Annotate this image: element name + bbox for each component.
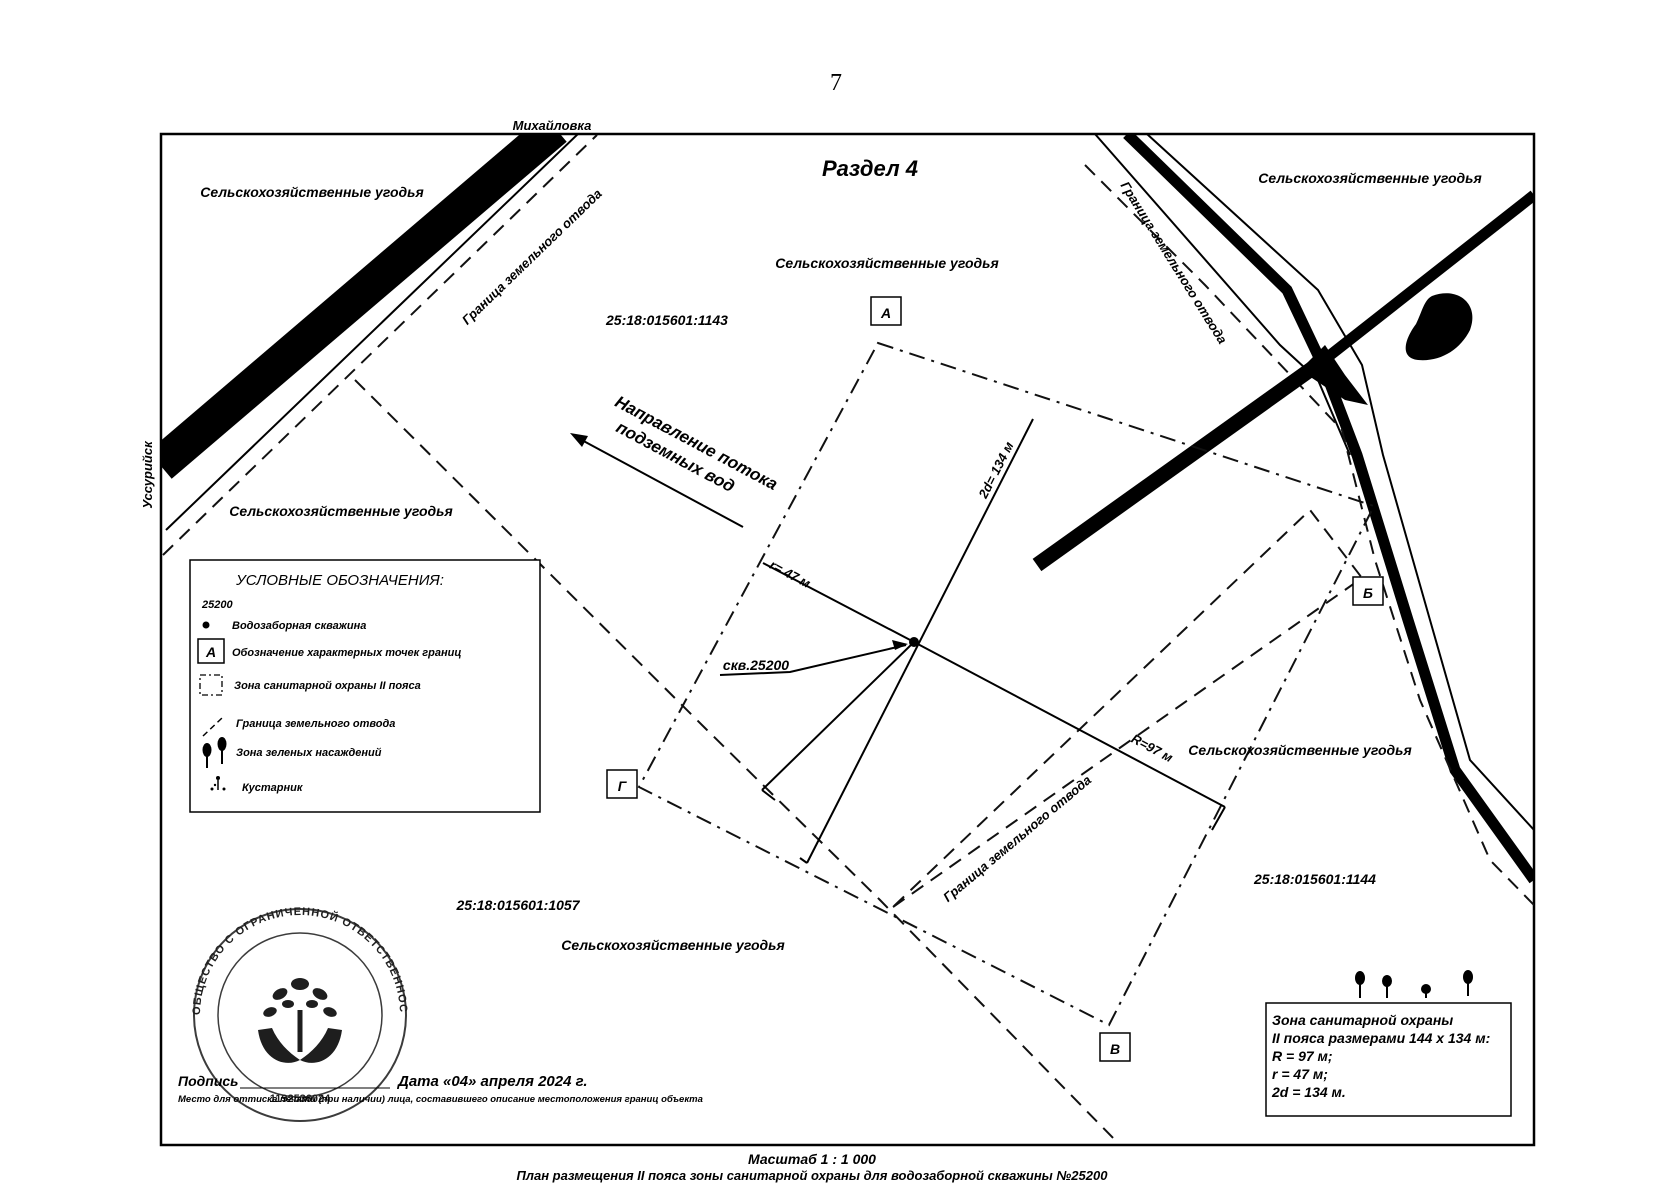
- agri-label-left: Сельскохозяйственные угодья: [229, 503, 452, 519]
- seal-note: Место для оттиска печати (при наличии) л…: [178, 1094, 703, 1105]
- flow-direction-arrow: [577, 437, 744, 528]
- well-pointer-arrowhead: [892, 640, 908, 650]
- agri-label-bottom: Сельскохозяйственные угодья: [561, 937, 784, 953]
- road-junction: [1300, 345, 1368, 405]
- dimension-r-small: r= 47 м: [767, 557, 813, 591]
- zone-info-line1: Зона санитарной охраны: [1272, 1012, 1453, 1028]
- tree-icon: [1421, 984, 1431, 998]
- legend-point: Обозначение характерных точек границ: [232, 647, 461, 659]
- tree-icon: [1355, 971, 1365, 998]
- agri-label-top-center: Сельскохозяйственные угодья: [775, 255, 998, 271]
- point-marker-a: А: [870, 296, 902, 326]
- stamp-number: 1192536024: [270, 1093, 331, 1105]
- plan-caption: План размещения II пояса зоны санитарной…: [517, 1168, 1109, 1183]
- road-diagonal: [1032, 353, 1329, 572]
- legend-zone-icon: [199, 674, 223, 696]
- legend-tree-icon: [202, 737, 227, 768]
- legend-zone: Зона санитарной охраны II пояса: [234, 680, 421, 692]
- legend-well-icon: [202, 621, 210, 629]
- legend-shrub: Кустарник: [242, 782, 304, 794]
- point-marker-v: В: [1099, 1032, 1131, 1062]
- road-right-edge: [1146, 134, 1534, 831]
- pond-shape: [1405, 293, 1473, 361]
- width-2d-line: [806, 418, 1034, 864]
- well-pointer-line: [719, 644, 907, 676]
- agri-label-top-right: Сельскохозяйственные угодья: [1258, 170, 1481, 186]
- map-frame: [159, 132, 1536, 1147]
- allotment-boundary-lower: [354, 379, 1118, 1143]
- point-marker-v-label: В: [1110, 1041, 1120, 1057]
- legend-green: Зона зеленых насаждений: [236, 747, 382, 759]
- radius-big-end-tick: [1211, 806, 1226, 831]
- allotment-label-right: Граница земельного отвода: [1118, 179, 1231, 347]
- well-label: скв.25200: [723, 657, 789, 673]
- flow-direction-label: Направление потока подземных вод: [612, 392, 781, 496]
- green-zone-trees: [1355, 970, 1473, 998]
- stamp-tree-hands-icon: [258, 978, 342, 1063]
- width-2d-end-tick: [799, 857, 808, 864]
- place-ussuriysk: Уссурийск: [140, 440, 155, 509]
- signature-date: Дата «04» апреля 2024 г.: [396, 1073, 588, 1090]
- agri-label-top-left: Сельскохозяйственные угодья: [200, 184, 423, 200]
- zone-info-line4: r = 47 м;: [1272, 1066, 1328, 1082]
- zone-info-line5: 2d = 134 м.: [1271, 1084, 1346, 1100]
- page-number: 7: [830, 70, 842, 96]
- parcel-1144: 25:18:015601:1144: [1253, 871, 1376, 887]
- legend-title: УСЛОВНЫЕ ОБОЗНАЧЕНИЯ:: [235, 572, 444, 589]
- flow-arrowhead: [570, 433, 588, 447]
- section-title: Раздел 4: [822, 156, 918, 181]
- allotment-boundary-inner: [892, 508, 1364, 908]
- sanitary-zone-boundary: [637, 341, 1376, 1027]
- legend-allotment-icon: [202, 717, 223, 737]
- well-marker-icon: [909, 637, 919, 647]
- zone-ray-line: [761, 641, 915, 791]
- tree-icon: [1382, 975, 1392, 998]
- radius-small-line: [762, 562, 915, 643]
- road-right-inner: [1094, 134, 1351, 456]
- agri-label-right: Сельскохозяйственные угодья: [1188, 742, 1411, 758]
- allotment-boundary-left: [162, 134, 598, 556]
- highway-road: [161, 134, 567, 479]
- point-marker-a-label: А: [880, 305, 891, 321]
- point-marker-g-label: Г: [618, 778, 628, 794]
- zone-ray-tick: [761, 789, 776, 801]
- point-marker-b-label: Б: [1363, 585, 1373, 601]
- zone-info-line3: R = 97 м;: [1272, 1048, 1333, 1064]
- road-diagonal-upper: [1320, 190, 1534, 365]
- legend-well: Водозаборная скважина: [232, 620, 366, 632]
- road-edge-line: [165, 134, 580, 531]
- parcel-1143: 25:18:015601:1143: [605, 312, 728, 328]
- signature-label: Подпись: [178, 1073, 238, 1089]
- allotment-label-inner: Граница земельного отвода: [940, 772, 1094, 905]
- scale-label: Масштаб 1 : 1 000: [748, 1151, 876, 1167]
- legend-allotment: Граница земельного отвода: [236, 718, 395, 730]
- point-marker-g: Г: [606, 769, 638, 799]
- zone-info-box: Зона санитарной охраны II пояса размерам…: [1265, 1002, 1512, 1117]
- legend-box: УСЛОВНЫЕ ОБОЗНАЧЕНИЯ: 25200 Водозаборная…: [189, 559, 541, 813]
- legend-code: 25200: [201, 599, 233, 611]
- tree-icon: [1463, 970, 1473, 996]
- legend-point-marker-letter: А: [205, 644, 216, 660]
- legend-point-marker-box: [197, 638, 225, 664]
- legend-shrub-icon: [210, 776, 226, 791]
- place-mikhailovka: Михайловка: [513, 118, 592, 133]
- zone-info-line2: II пояса размерами 144 х 134 м:: [1272, 1030, 1490, 1046]
- parcel-1057: 25:18:015601:1057: [456, 897, 581, 913]
- radius-big-line: [913, 641, 1226, 808]
- allotment-boundary-right: [1084, 164, 1534, 906]
- road-right: [1123, 134, 1534, 884]
- point-marker-b: Б: [1352, 576, 1384, 606]
